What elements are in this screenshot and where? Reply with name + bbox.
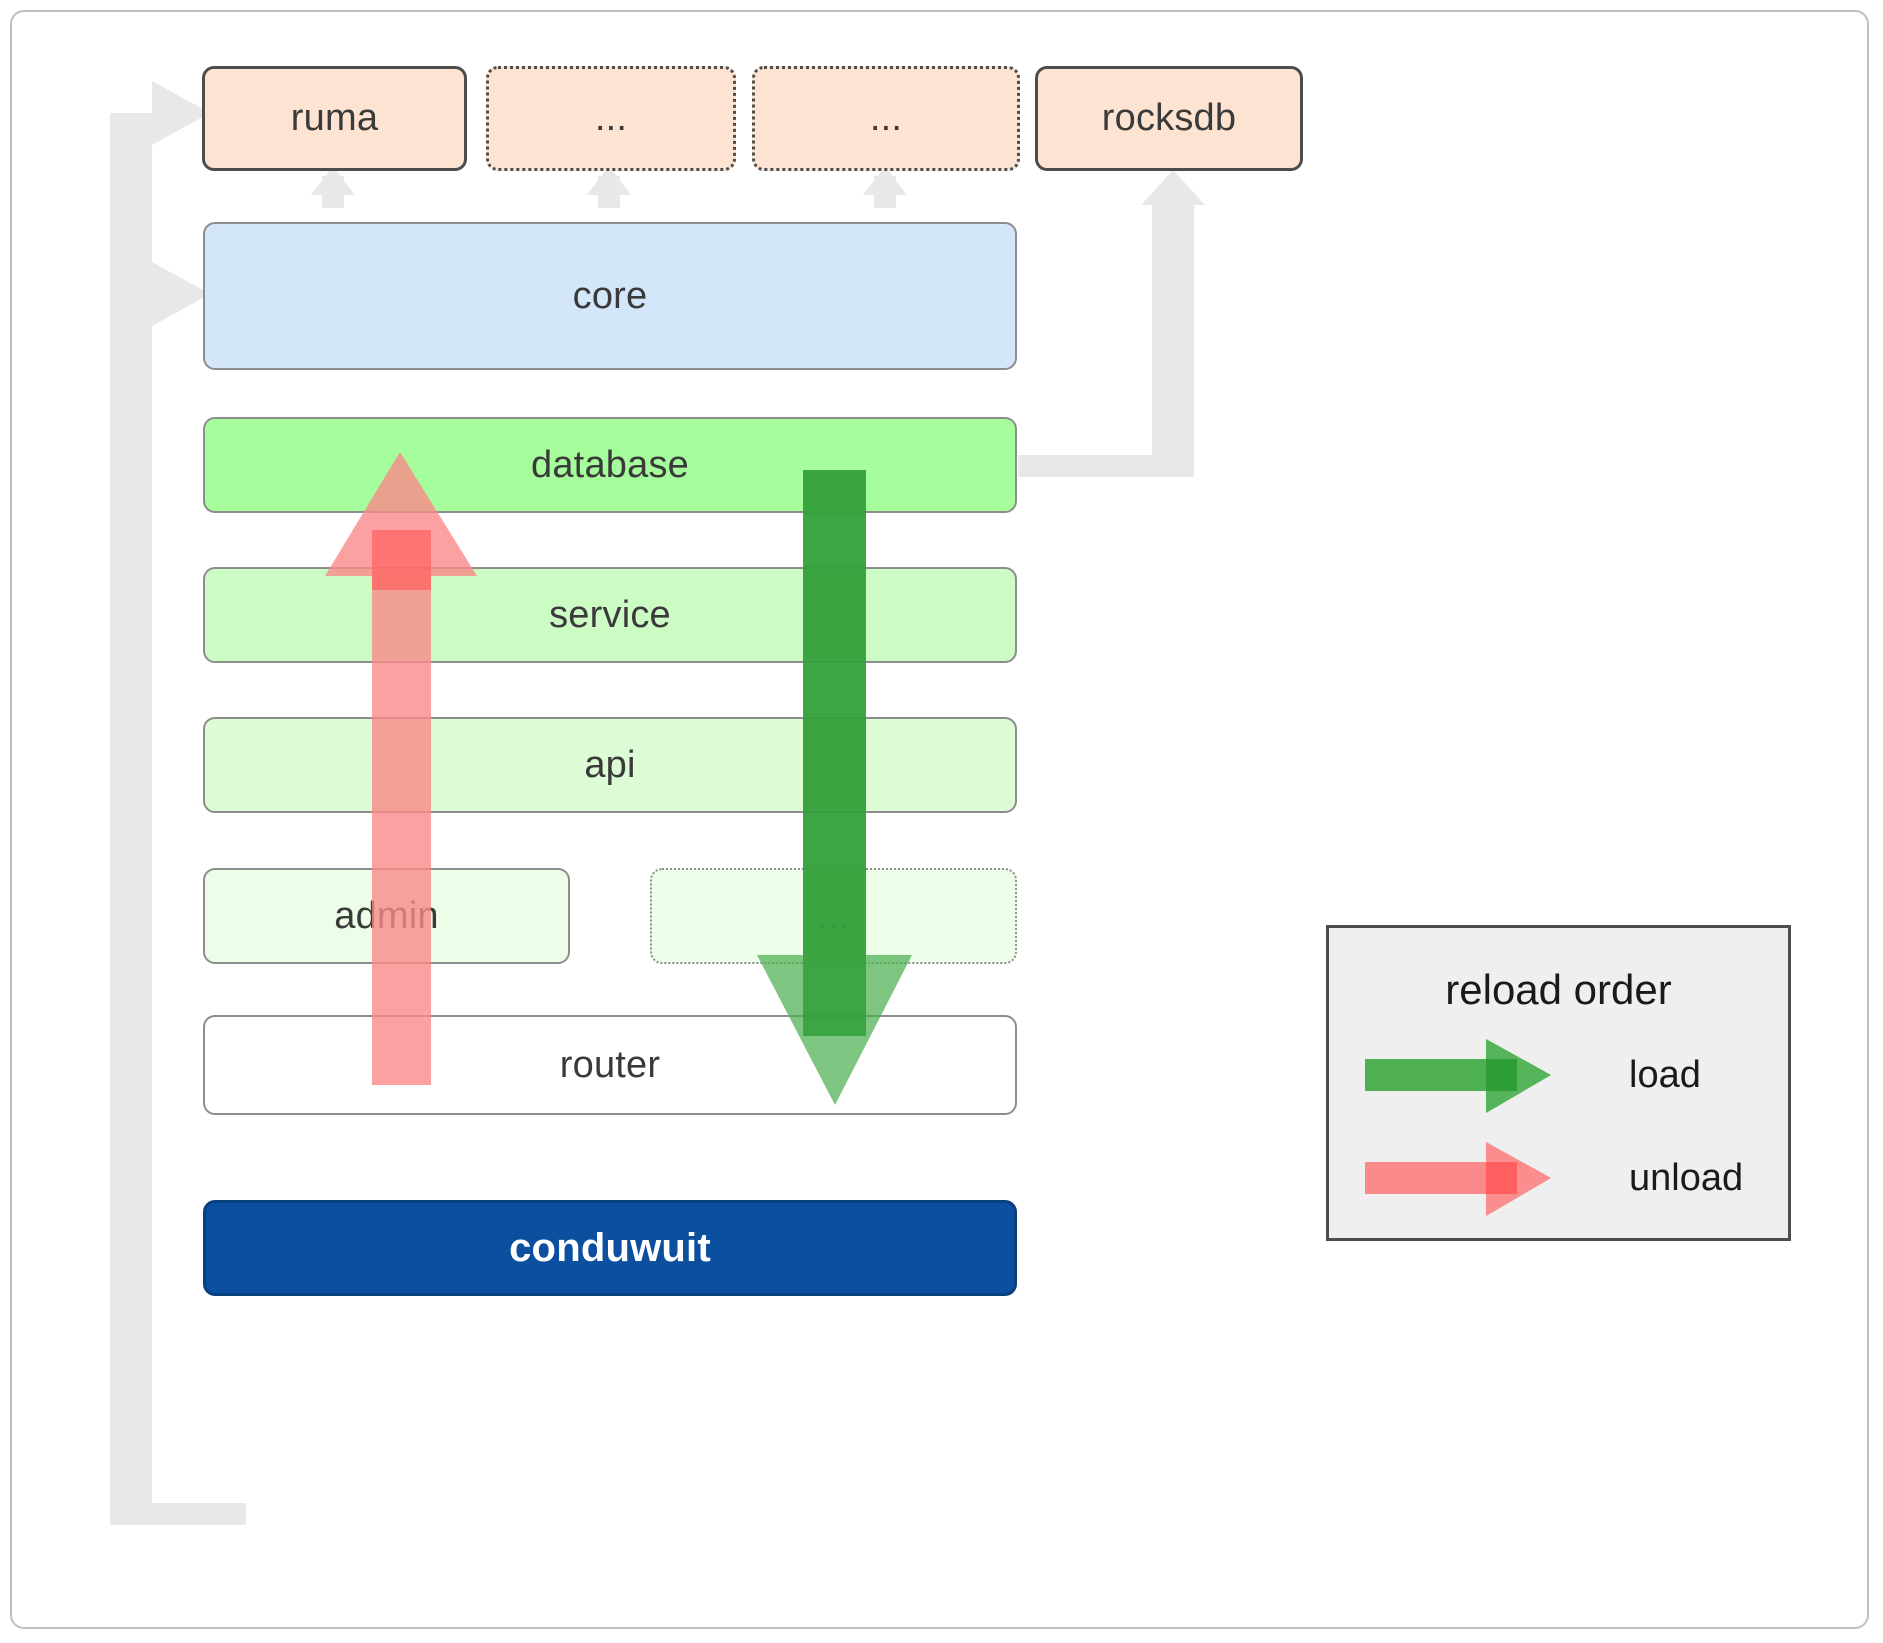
node-ruma[interactable]: ruma	[202, 66, 467, 171]
node-ellipsis-3-label: ...	[817, 894, 850, 937]
node-rocksdb-label: rocksdb	[1101, 97, 1237, 139]
node-admin-label: admin	[334, 894, 439, 937]
legend-unload-arrow	[1365, 1142, 1551, 1216]
node-ruma-label: ruma	[290, 97, 379, 139]
node-api[interactable]: api	[203, 717, 1017, 813]
node-router-label: router	[559, 1043, 661, 1086]
node-core[interactable]: core	[203, 222, 1017, 370]
node-service-label: service	[549, 593, 671, 636]
node-core-label: core	[572, 274, 648, 317]
node-ellipsis-1[interactable]: ...	[486, 66, 736, 171]
node-ellipsis-2[interactable]: ...	[752, 66, 1020, 171]
node-ellipsis-1-label: ...	[594, 97, 628, 139]
legend-load-label: load	[1629, 1054, 1701, 1096]
node-admin[interactable]: admin	[203, 868, 570, 964]
node-database-label: database	[531, 443, 689, 486]
legend-load-arrow	[1365, 1039, 1551, 1113]
node-rocksdb[interactable]: rocksdb	[1035, 66, 1303, 171]
node-api-label: api	[584, 743, 636, 786]
node-ellipsis-2-label: ...	[869, 97, 903, 139]
node-conduwuit[interactable]: conduwuit	[203, 1200, 1017, 1296]
node-service[interactable]: service	[203, 567, 1017, 663]
node-router[interactable]: router	[203, 1015, 1017, 1115]
node-database[interactable]: database	[203, 417, 1017, 513]
legend-title: reload order	[1445, 966, 1672, 1013]
legend-arrow-layer	[1365, 1039, 1551, 1216]
node-ellipsis-3[interactable]: ...	[650, 868, 1017, 964]
legend-panel: reload order load unload	[1326, 925, 1791, 1241]
node-conduwuit-label: conduwuit	[509, 1225, 711, 1270]
legend-unload-label: unload	[1629, 1157, 1744, 1199]
